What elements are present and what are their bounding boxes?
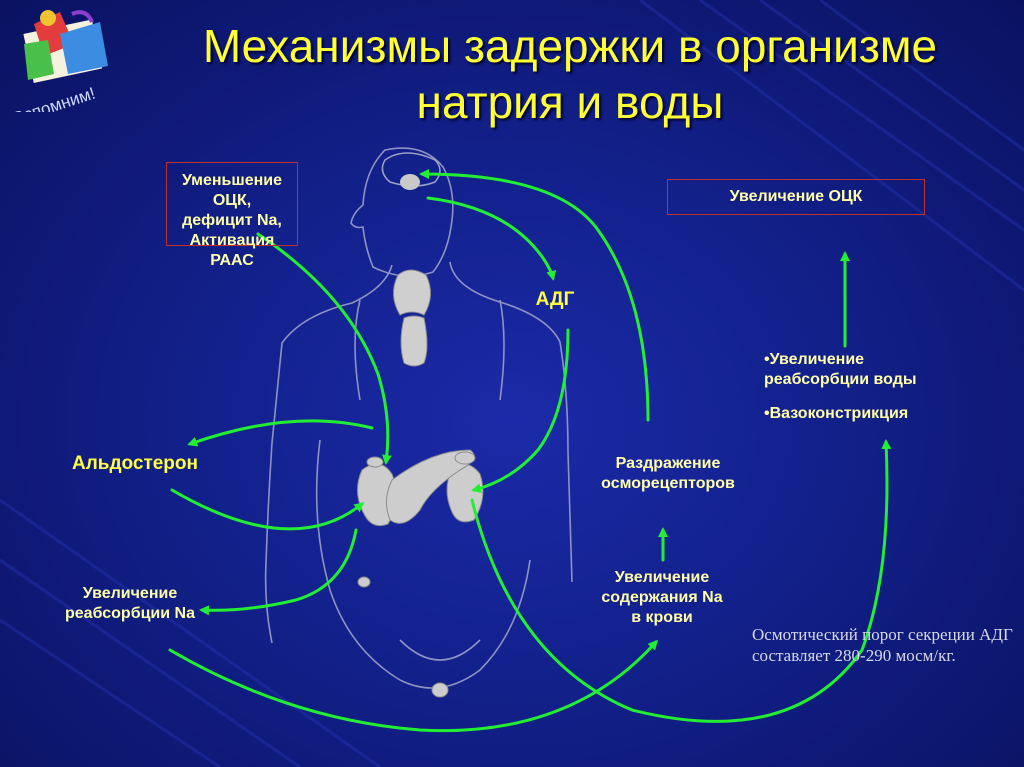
irritation-line-1: Раздражение [615, 455, 721, 472]
box-increased-volume: Увеличение ОЦК [667, 179, 925, 215]
blood-na-line-3: в крови [631, 609, 693, 626]
arrow-osmoreceptors-to-hypothalamus [419, 169, 650, 422]
human-silhouette [264, 147, 573, 689]
thyroid-gland [393, 269, 431, 367]
arrow-kidney-to-reabsorption-na [199, 528, 358, 616]
blood-na-line-1: Увеличение [614, 569, 710, 586]
effects-item1-line-2: реабсорбции воды [764, 371, 917, 388]
title-line-2: натрия и воды [416, 76, 724, 128]
arrow-hypothalamus-to-adg [426, 196, 557, 281]
arrow-adrenal-to-aldosterone [187, 419, 374, 447]
label-effects: •Увеличение реабсорбции воды •Вазоконстр… [764, 350, 964, 424]
page-title: Механизмы задержки в организме натрия и … [150, 18, 990, 130]
pelvic-organs [357, 576, 449, 698]
irritation-line-2: осморецепторов [601, 475, 735, 492]
effects-item2: •Вазоконстрикция [764, 405, 909, 422]
label-reabsorption-na: Увеличение реабсорбции Na [40, 584, 220, 624]
arrow-raas-to-adrenal [256, 232, 392, 465]
box-right-text: Увеличение ОЦК [729, 188, 863, 205]
label-blood-na: Увеличение содержания Na в крови [572, 568, 752, 628]
arrow-kidney-to-effects [470, 439, 892, 723]
box-left-line-3: Активация РААС [189, 232, 275, 269]
arrow-aldosterone-to-kidney [170, 488, 365, 531]
box-decreased-volume: Уменьшение ОЦК, дефицит Na, Активация РА… [166, 162, 298, 269]
box-left-line-2: дефицит Na, [182, 212, 282, 229]
brain-hypothalamus [381, 152, 441, 190]
arrow-adg-to-kidney [471, 328, 570, 494]
box-left-line-1: Уменьшение ОЦК, [181, 172, 283, 209]
reabs-na-line-2: реабсорбции Na [65, 605, 195, 622]
reabs-na-line-1: Увеличение [82, 585, 178, 602]
title-line-1: Механизмы задержки в организме [202, 20, 938, 72]
osmotic-threshold-note: Осмотический порог секреции АДГ составля… [752, 625, 1013, 665]
label-adg: АДГ [535, 289, 575, 310]
arrow-reabsorption-to-blood-na [168, 639, 659, 733]
kidneys-adrenals [357, 449, 484, 527]
label-osmoreceptors: Раздражение осморецепторов [578, 454, 758, 494]
effects-item1-line-1: •Увеличение [764, 351, 865, 368]
blood-na-line-2: содержания Na [601, 589, 723, 606]
label-aldosterone: Альдостерон [71, 453, 198, 474]
